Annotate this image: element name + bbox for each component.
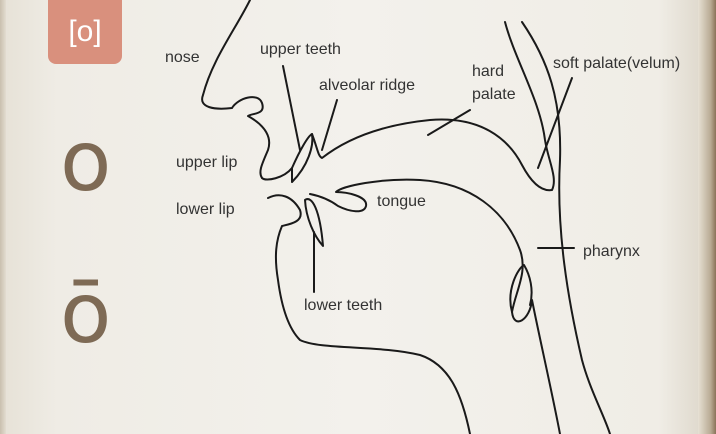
label-hard-palate-line2: palate [472,86,516,103]
pointer-alveolar [321,99,338,151]
label-nose: nose [165,49,200,66]
long-o-letter: ō [60,264,112,362]
label-upper-teeth: upper teeth [260,41,341,58]
upper-lip-outline [261,167,293,181]
nose-outline [201,0,271,179]
epiglottis [509,264,533,313]
label-upper-lip: upper lip [176,154,237,171]
pointer-soft-palate [537,77,573,169]
pharynx-back-wall [521,21,611,434]
label-lower-teeth: lower teeth [304,297,382,314]
pointer-nose [282,65,301,151]
palate-outline [311,21,555,192]
page-left-edge [0,0,6,434]
lower-tooth-shape [304,198,324,247]
label-lower-lip: lower lip [176,201,235,218]
pointer-hard-palate [427,109,471,136]
phoneme-badge: [o] [48,0,122,64]
page-right-edge [698,0,716,434]
upper-tooth-shape [291,133,314,183]
lower-lip-outline [267,194,471,434]
label-tongue: tongue [377,193,426,210]
label-hard-palate-line1: hard [472,63,504,80]
short-o-letter: o [60,112,112,210]
label-soft-palate: soft palate(velum) [553,55,680,72]
label-pharynx: pharynx [583,243,640,260]
label-alveolar-ridge: alveolar ridge [319,77,415,94]
